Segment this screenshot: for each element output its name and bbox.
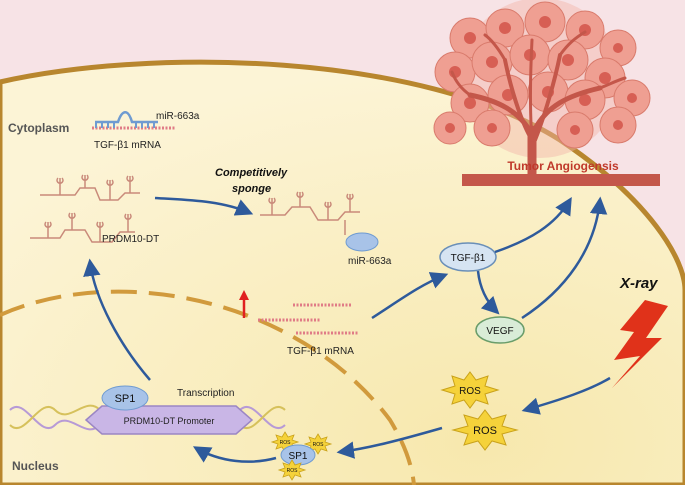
ros-small-star-3 — [277, 459, 307, 481]
ros-label-1: ROS — [459, 386, 481, 397]
ros-star-1 — [440, 371, 500, 409]
sponge-arrow — [154, 196, 254, 216]
tumor-cluster — [433, 0, 651, 158]
tgf-b1-label: TGF-β1 — [451, 253, 486, 264]
tgf-mrna-mid-label: TGF-β1 mRNA — [287, 346, 354, 357]
promoter-region — [84, 405, 254, 435]
prdm10-dt-label: PRDM10-DT — [102, 234, 159, 245]
ros-star-2 — [451, 409, 519, 451]
vessel-wall — [462, 174, 660, 186]
mir663a-top-label: miR-663a — [156, 111, 200, 122]
sp1-top-protein — [101, 385, 149, 411]
prdm10-dt-lncrna — [30, 174, 140, 243]
ros-small-label-1: ROS — [280, 440, 292, 446]
nucleus-label: Nucleus — [12, 459, 59, 473]
sp1-top-label: SP1 — [115, 393, 136, 405]
sp1-bottom-label: SP1 — [289, 451, 308, 462]
transcription-arrow — [83, 258, 151, 381]
nuclear-envelope — [0, 289, 416, 485]
tumor-angiogenesis-label: Tumor Angiogensis — [507, 159, 619, 173]
vegf-to-angiogenesis-arrow — [521, 196, 608, 320]
tgf-to-angiogenesis-arrow — [494, 196, 572, 254]
tgf-to-vegf-arrow — [476, 270, 500, 315]
dna-helix — [9, 404, 286, 431]
sponged-lncrna — [260, 191, 360, 235]
xray-label: X-ray — [619, 275, 658, 292]
tgf-mrna-top-label: TGF-β1 mRNA — [94, 140, 161, 151]
tgf-mrna-strands — [258, 303, 358, 335]
transcription-label: Transcription — [177, 388, 234, 399]
sponge-label: sponge — [232, 183, 271, 195]
vegf-node — [475, 316, 525, 344]
ros-small-label-2: ROS — [313, 442, 325, 448]
blood-vessel — [450, 30, 627, 180]
competitively-label: Competitively — [215, 167, 288, 179]
upregulation-arrowhead — [239, 290, 249, 300]
tgf-b1-node — [439, 242, 497, 272]
ros-label-2: ROS — [473, 425, 497, 437]
lightning-icon — [612, 300, 668, 388]
mir663a-bound-label: miR-663a — [348, 256, 392, 267]
cytoplasm-label: Cytoplasm — [8, 121, 69, 135]
vegf-label: VEGF — [486, 326, 513, 337]
xray-to-ros-arrow — [521, 376, 611, 415]
ros-small-label-3: ROS — [287, 468, 299, 474]
sp1-to-promoter-arrow — [192, 446, 277, 463]
mir663a-bound — [345, 232, 379, 252]
mrna-to-tgf-arrow — [371, 272, 449, 320]
ros-to-sp1-arrow — [336, 426, 443, 459]
promoter-label: PRDM10-DT Promoter — [124, 416, 215, 426]
mir-mrna-complex — [92, 111, 175, 130]
